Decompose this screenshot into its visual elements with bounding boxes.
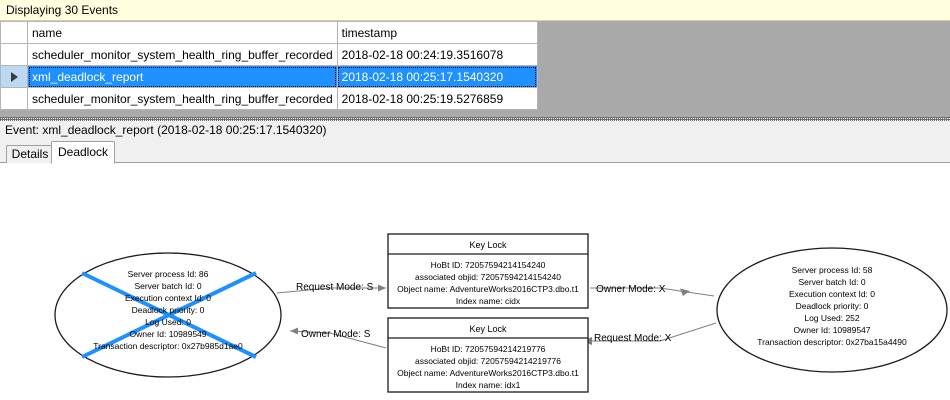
key-lock-top-line-0: HoBt ID: 72057594214154240 (431, 260, 546, 270)
key-lock-bottom-line-2: Object name: AdventureWorks2016CTP3.dbo.… (397, 368, 579, 378)
edge-label-owner-mode-x: Owner Mode: X (596, 284, 666, 295)
process-left-line-1: Server batch Id: 0 (134, 281, 201, 291)
cell-name[interactable]: scheduler_monitor_system_health_ring_buf… (27, 87, 338, 110)
event-detail-header: Event: xml_deadlock_report (2018-02-18 0… (0, 121, 950, 140)
grid-header-name[interactable]: name (27, 21, 338, 44)
deadlock-victim-cross-icon (81, 271, 257, 359)
process-right-line-1: Server batch Id: 0 (798, 277, 865, 287)
tab-details[interactable]: Details (6, 145, 54, 163)
table-row[interactable]: scheduler_monitor_system_health_ring_buf… (0, 43, 538, 66)
key-lock-top-line-1: associated objid: 72057594214154240 (415, 272, 561, 282)
resource-node-key-lock-top[interactable]: Key Lock HoBt ID: 72057594214154240 asso… (387, 233, 589, 309)
process-left-line-4: Log Used: 0 (145, 317, 191, 327)
edge-right-owner-top (590, 287, 715, 297)
grid-header-selector[interactable] (0, 21, 28, 44)
resource-node-key-lock-bottom[interactable]: Key Lock HoBt ID: 72057594214219776 asso… (387, 317, 589, 393)
edge-label-owner-mode-s: Owner Mode: S (301, 329, 371, 340)
row-selector[interactable] (0, 43, 28, 66)
process-right-line-6: Transaction descriptor: 0x27ba15a4490 (757, 337, 907, 347)
key-lock-bottom-title: Key Lock (469, 324, 507, 334)
grid-header-timestamp[interactable]: timestamp (336, 21, 538, 44)
process-right-line-2: Execution context Id: 0 (789, 289, 875, 299)
row-selector[interactable] (0, 65, 28, 88)
cell-name[interactable]: xml_deadlock_report (27, 65, 338, 88)
process-right-line-3: Deadlock priority: 0 (796, 301, 869, 311)
key-lock-bottom-line-1: associated objid: 72057594214219776 (415, 356, 561, 366)
process-right-line-5: Owner Id: 10989547 (793, 325, 870, 335)
edge-left-owner-bottom (289, 327, 387, 349)
tab-deadlock[interactable]: Deadlock (51, 141, 115, 164)
row-selector[interactable] (0, 87, 28, 110)
cell-name[interactable]: scheduler_monitor_system_health_ring_buf… (27, 43, 338, 66)
events-count-banner: Displaying 30 Events (0, 0, 950, 21)
key-lock-bottom-line-0: HoBt ID: 72057594214219776 (431, 344, 546, 354)
edge-label-request-mode-s: Request Mode: S (296, 282, 374, 293)
cell-timestamp[interactable]: 2018-02-18 00:25:17.1540320 (336, 65, 538, 88)
table-row[interactable]: scheduler_monitor_system_health_ring_buf… (0, 87, 538, 110)
process-left-line-6: Transaction descriptor: 0x27b985d1ae0 (93, 341, 243, 351)
events-grid[interactable]: name timestamp scheduler_monitor_system_… (0, 21, 538, 110)
process-left-line-2: Execution context Id: 0 (125, 293, 211, 303)
edge-label-request-mode-x: Request Mode: X (594, 333, 672, 344)
events-grid-region: name timestamp scheduler_monitor_system_… (0, 21, 950, 117)
cell-timestamp[interactable]: 2018-02-18 00:24:19.3516078 (336, 43, 538, 66)
process-right-line-4: Log Used: 252 (804, 313, 860, 323)
table-row-selected[interactable]: xml_deadlock_report 2018-02-18 00:25:17.… (0, 65, 538, 88)
process-left-line-5: Owner Id: 10989549 (129, 329, 206, 339)
cell-timestamp[interactable]: 2018-02-18 00:25:19.5276859 (336, 87, 538, 110)
process-node-right[interactable]: Server process Id: 58 Server batch Id: 0… (716, 247, 948, 373)
horizontal-splitter[interactable] (0, 117, 950, 121)
key-lock-top-line-3: Index name: cidx (456, 296, 521, 306)
process-left-line-3: Deadlock priority: 0 (132, 305, 205, 315)
process-left-line-0: Server process Id: 86 (128, 269, 209, 279)
key-lock-top-line-2: Object name: AdventureWorks2016CTP3.dbo.… (397, 284, 579, 294)
grid-header-row: name timestamp (0, 21, 538, 44)
process-right-line-0: Server process Id: 58 (792, 265, 873, 275)
key-lock-bottom-line-3: Index name: idx1 (456, 380, 521, 390)
deadlock-graph-canvas[interactable]: Request Mode: S Owner Mode: X Owner Mode… (0, 163, 950, 400)
process-node-left[interactable]: Server process Id: 86 Server batch Id: 0… (54, 252, 282, 378)
key-lock-top-title: Key Lock (469, 240, 507, 250)
row-arrow-icon (10, 71, 18, 82)
detail-tabstrip: Details Deadlock (0, 140, 950, 164)
edge-left-request-top (276, 284, 386, 294)
